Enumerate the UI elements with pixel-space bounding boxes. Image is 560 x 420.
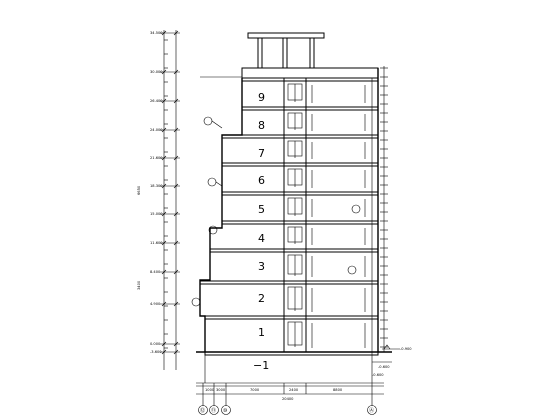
tick-slash [173, 155, 179, 161]
axis-bubble-12: ⑫ [200, 407, 205, 414]
floor-label-7: 7 [258, 147, 265, 160]
elevation-15000: 15.000 [150, 212, 163, 216]
floor-label-6: 6 [258, 174, 265, 187]
tick-slash [173, 211, 179, 217]
axis-bubbles: ⑫ ⑪ ⑩ Ⓐ [198, 405, 377, 415]
tick-slash [173, 240, 179, 246]
bottom-dim-1: 1000 [205, 388, 215, 392]
tick-slash [161, 240, 167, 246]
floor-slab [209, 248, 379, 253]
elevation-30000: 30.000 [150, 70, 163, 74]
elevation-11600: 11.600 [150, 241, 163, 245]
tick-slash [173, 98, 179, 104]
floor-slab [221, 162, 379, 167]
floor-label-4: 4 [258, 232, 265, 245]
tick-slash [173, 127, 179, 133]
elevation-ticks [160, 30, 180, 355]
right-level-markers: -0.900 -0.600 -0.600 [372, 344, 412, 377]
tick-slash [173, 69, 179, 75]
tick-slash [161, 127, 167, 133]
bottom-dim-2: 3000 [216, 388, 226, 392]
roof-pergola [247, 32, 325, 68]
tick-slash [161, 69, 167, 75]
elevation-18300: 18.300 [150, 184, 163, 188]
floor-slab [204, 351, 379, 356]
floor-label-1: 1 [258, 326, 265, 339]
tick-slash [161, 349, 167, 355]
floor-label-3: 3 [258, 260, 265, 273]
floor-slab [199, 280, 379, 285]
right-elevation-ticks [380, 66, 388, 352]
detail-callouts [191, 116, 361, 307]
floor-slabs [199, 77, 379, 356]
elevation-26400: 26.400 [150, 99, 163, 103]
axis-bubble-a: Ⓐ [369, 407, 374, 414]
elevation-8400: 8.400 [150, 270, 161, 274]
floor-label-5: 5 [258, 203, 265, 216]
tick-slash [173, 183, 179, 189]
bottom-dim-3: 7000 [250, 388, 260, 392]
left-elevation-column: 34.500 30.000 26.400 24.000 21.600 18.30… [137, 30, 180, 370]
elevation-4900: 4.900 [150, 302, 161, 306]
elevation-21600: 21.600 [150, 156, 163, 160]
floor-labels: 9 8 7 6 5 4 3 2 1 −1 [253, 91, 269, 372]
tick-slash [161, 30, 167, 36]
tick-slash [161, 301, 167, 307]
floor-label-9: 9 [258, 91, 265, 104]
axis-bubble-10: ⑩ [223, 408, 228, 414]
floor-label-8: 8 [258, 119, 265, 132]
vertical-dim-label-1: 6650 [137, 185, 141, 195]
bottom-dim-5: 8800 [333, 388, 343, 392]
building-outline [196, 68, 392, 384]
tick-slash [161, 269, 167, 275]
floor-label-basement: −1 [253, 359, 269, 372]
floor-slab [221, 191, 379, 196]
vertical-dim-label-2: 3400 [137, 280, 141, 290]
total-dim: 20400 [282, 397, 294, 401]
tick-slash [161, 341, 167, 347]
tick-slash [161, 98, 167, 104]
tick-slash [161, 155, 167, 161]
elevation-24000: 24.000 [150, 128, 163, 132]
stair-core [287, 83, 366, 348]
roof-parapet [200, 67, 379, 79]
bottom-dimensions: 1000 3000 7000 2400 8800 20400 [196, 383, 384, 406]
elevation-0000: 0.000 [150, 342, 161, 346]
level-marker-3: -0.600 [372, 373, 384, 377]
level-marker-1: -0.900 [400, 347, 412, 351]
floor-slab [241, 106, 379, 111]
floor-label-2: 2 [258, 292, 265, 305]
bottom-dim-4: 2400 [289, 388, 299, 392]
tick-slash [173, 341, 179, 347]
level-marker-2: -0.600 [378, 365, 390, 369]
floor-slab [241, 77, 379, 82]
tick-slash [161, 211, 167, 217]
tick-slash [173, 269, 179, 275]
floor-slab [221, 220, 379, 225]
floor-slab [221, 134, 379, 139]
elevation-34500: 34.500 [150, 31, 163, 35]
floor-slab [204, 315, 379, 320]
tick-slash [173, 30, 179, 36]
tick-slash [173, 301, 179, 307]
axis-bubble-11: ⑪ [211, 407, 216, 414]
elevation-minus-3600: -3.600 [150, 350, 162, 354]
tick-slash [173, 349, 179, 355]
tick-slash [161, 183, 167, 189]
